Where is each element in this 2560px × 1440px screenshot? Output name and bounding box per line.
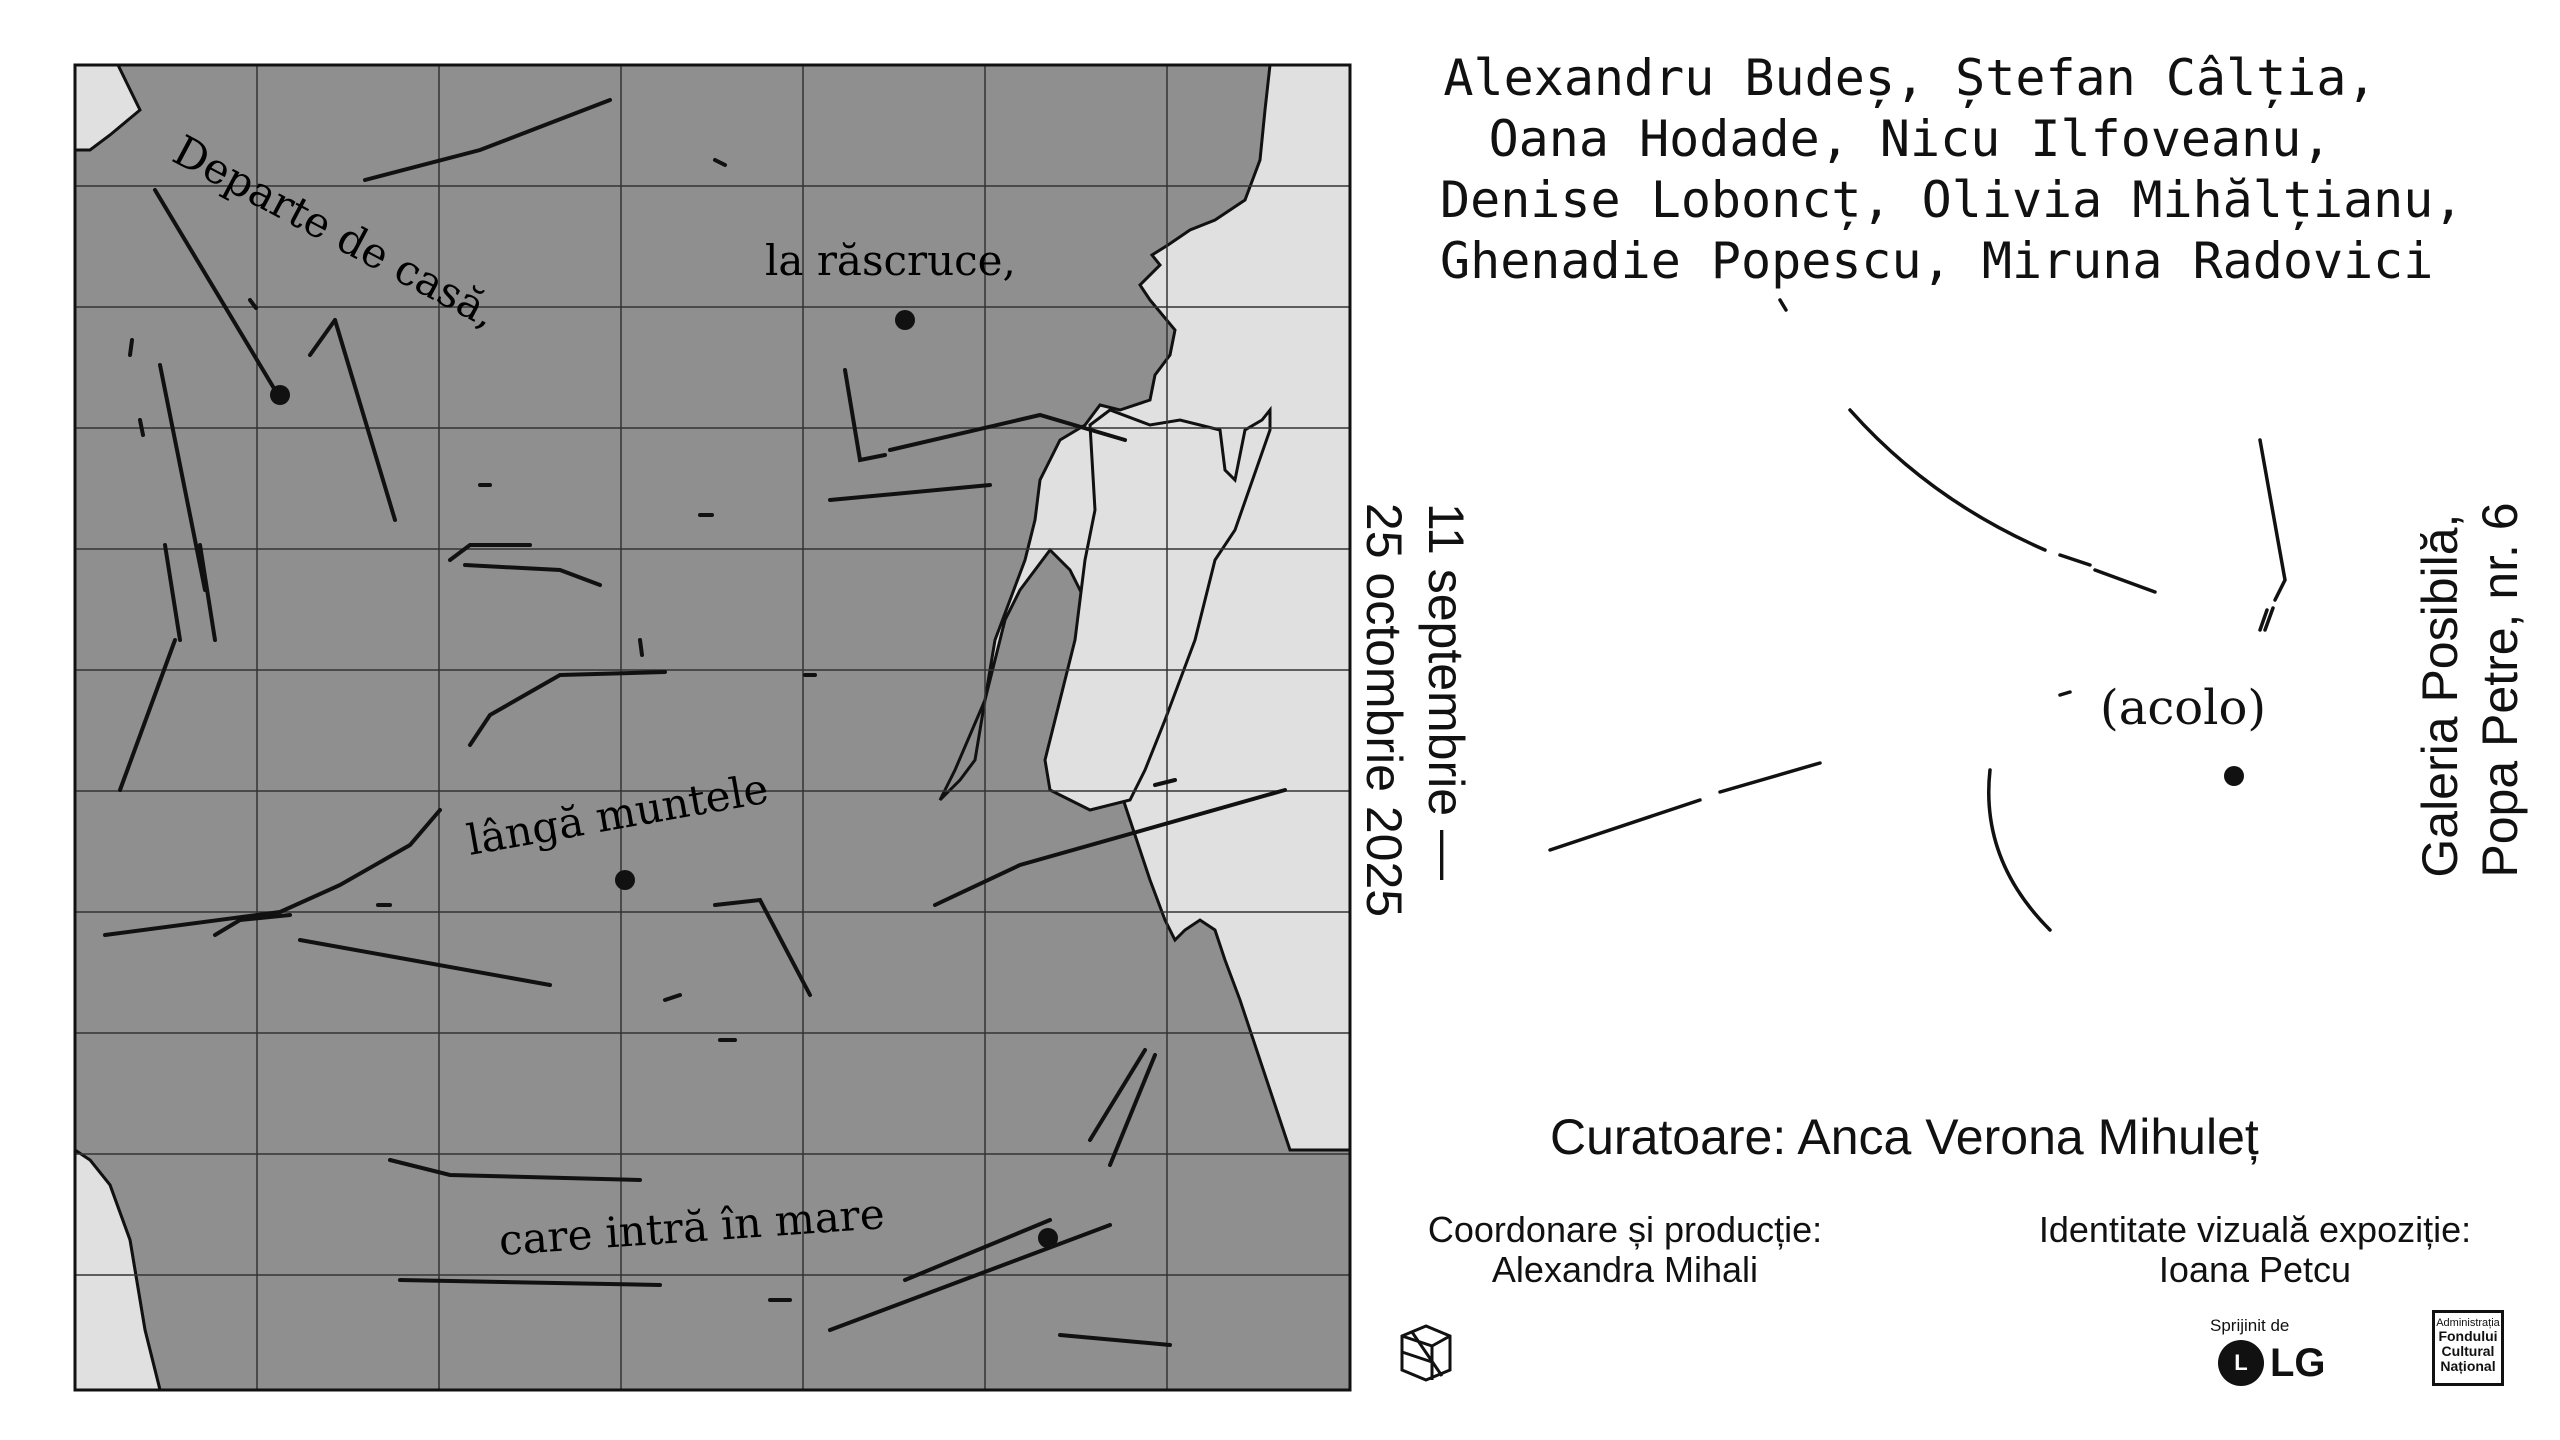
gallery-logo-icon (1400, 1324, 1452, 1382)
artist-line: Alexandru Budeș, Ștefan Câlția, (1443, 49, 2377, 107)
map-marker-crossroad (895, 310, 915, 330)
artist-line: Oana Hodade, Nicu Ilfoveanu, (1488, 110, 2332, 168)
map-markers (270, 310, 1058, 1248)
credit-visual-identity: Identitate vizuală expoziție: Ioana Petc… (1975, 1210, 2535, 1290)
date-end: 25 octombrie 2025 (1356, 502, 1412, 918)
venue: Galeria Posibilă, Popa Petre, nr. 6 (2380, 440, 2560, 940)
acolo-strokes (1548, 298, 2287, 932)
artist-line: Denise Loboncț, Olivia Mihălțianu, (1440, 171, 2464, 229)
acolo-marker (2224, 766, 2244, 786)
lg-logo: L LG (2218, 1340, 2326, 1386)
map-grid (75, 65, 1350, 1390)
artist-list: Alexandru Budeș, Ștefan Câlția, Oana Hod… (1440, 48, 2464, 292)
map-illustration: Departe de casă, la răscruce, lângă munt… (73, 63, 1352, 1392)
map-roads (103, 98, 1287, 1347)
map-phrase-rascruce: la răscruce, (765, 236, 1016, 285)
map-marker-sea (1038, 1228, 1058, 1248)
credit-identity-label: Identitate vizuală expoziție: (2038, 1209, 2472, 1250)
acolo-label: (acolo) (2100, 680, 2267, 736)
credit-coordination-label: Coordonare și producție: (1427, 1209, 1823, 1250)
afcn-line: Național (2440, 1358, 2496, 1374)
venue-name: Galeria Posibilă, (2412, 513, 2468, 878)
map-marker-mountain (615, 870, 635, 890)
afcn-logo: Administrația Fondului Cultural Național (2432, 1310, 2504, 1386)
map-frame (73, 63, 1352, 1392)
artist-line: Ghenadie Popescu, Miruna Radovici (1440, 232, 2434, 290)
lg-logo-text: LG (2270, 1340, 2326, 1385)
credit-coordination-name: Alexandra Mihali (1491, 1249, 1759, 1290)
credit-coordination: Coordonare și producție: Alexandra Mihal… (1390, 1210, 1860, 1290)
afcn-line: Fondului (2438, 1328, 2498, 1344)
afcn-line: Administrația (2436, 1317, 2500, 1329)
map-marker-home (270, 385, 290, 405)
credit-identity-name: Ioana Petcu (2158, 1249, 2352, 1290)
exhibition-dates: 11 septembrie — 25 octombrie 2025 (1305, 450, 1525, 970)
lg-logo-icon: L (2218, 1340, 2264, 1386)
acolo-diagram (1548, 298, 2287, 932)
curator: Curatoare: Anca Verona Mihuleț (1550, 1109, 2259, 1165)
venue-address: Popa Petre, nr. 6 (2472, 502, 2528, 878)
map-inlet (1043, 405, 1272, 812)
afcn-line: Cultural (2441, 1343, 2495, 1359)
sponsor-label: Sprijinit de (2210, 1316, 2290, 1335)
date-start: 11 septembrie — (1418, 502, 1474, 880)
